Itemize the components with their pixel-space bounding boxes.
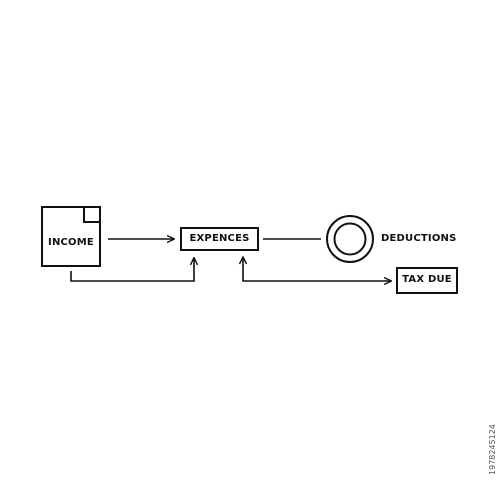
coin-icon bbox=[326, 215, 374, 263]
arrowhead-up-expences bbox=[238, 255, 248, 265]
expences-box bbox=[180, 227, 259, 251]
deductions-label: DEDUCTIONS bbox=[381, 233, 457, 244]
taxdue-label: TAX DUE bbox=[402, 274, 452, 285]
income-label: INCOME bbox=[48, 237, 94, 248]
stock-image-id: 1978245124 bbox=[488, 424, 497, 475]
expences-label: EXPENCES bbox=[189, 233, 250, 244]
edge-expences-taxdue bbox=[242, 258, 391, 281]
document-icon bbox=[41, 206, 101, 267]
edge-income-expences-elbow bbox=[70, 258, 194, 282]
taxdue-box bbox=[396, 267, 458, 294]
income-node bbox=[41, 206, 101, 267]
document-fold bbox=[83, 207, 100, 223]
